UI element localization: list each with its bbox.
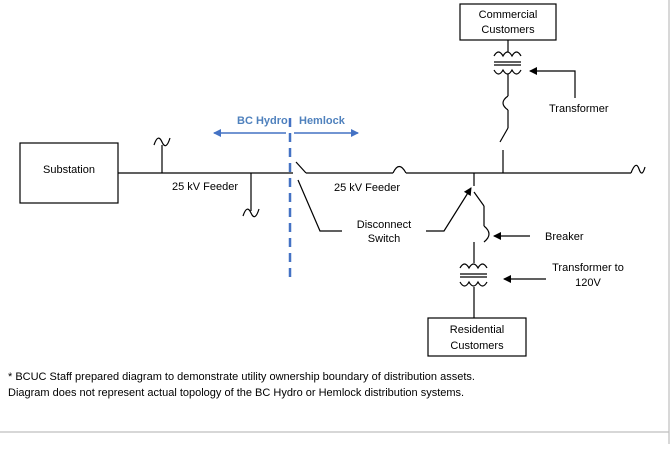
breaker-residential-icon: [483, 225, 490, 243]
substation-label: Substation: [43, 164, 95, 176]
switch-commercial-blade: [499, 127, 509, 143]
substation-box: Substation: [19, 142, 119, 204]
footnote-line1: * BCUC Staff prepared diagram to demonst…: [8, 371, 475, 383]
feeder-right-label: 25 kV Feeder: [334, 182, 400, 194]
transformer-bottom-label-line2: 120V: [575, 277, 601, 289]
commercial-customers-box: Commercial Customers: [459, 3, 557, 41]
feeder-left-label: 25 kV Feeder: [172, 181, 238, 193]
disconnect-label-line1: Disconnect: [357, 219, 411, 231]
commercial-label-line1: Commercial: [479, 9, 538, 21]
line-continuation-icon: [630, 164, 646, 174]
line-crossover-icon: [392, 165, 407, 174]
transformer-commercial-icon: [493, 51, 522, 75]
residential-customers-box: Residential Customers: [427, 317, 527, 357]
footnote-line2: Diagram does not represent actual topolo…: [8, 387, 464, 399]
residential-label-line1: Residential: [450, 324, 504, 336]
transformer-top-label: Transformer: [549, 103, 609, 115]
owner-left-label: BC Hydro: [237, 115, 288, 127]
transformer-residential-icon: [459, 263, 488, 287]
commercial-label-line2: Customers: [481, 24, 535, 36]
owner-right-label: Hemlock: [299, 115, 346, 127]
switch-residential-blade: [473, 191, 485, 207]
breaker-commercial-icon: [502, 95, 509, 111]
residential-label-line2: Customers: [450, 340, 504, 352]
transformer-bottom-label-line1: Transformer to: [552, 262, 624, 274]
transformer-top-callout-arrow: [529, 67, 576, 98]
disconnect-callout-line: [297, 179, 342, 232]
disconnect-switch-blade: [295, 161, 307, 174]
breaker-label: Breaker: [545, 231, 584, 243]
line-continuation-icon: [153, 137, 171, 147]
disconnect-callout-arrow: [426, 187, 472, 232]
line-continuation-icon: [242, 208, 260, 218]
disconnect-label-line2: Switch: [368, 233, 400, 245]
